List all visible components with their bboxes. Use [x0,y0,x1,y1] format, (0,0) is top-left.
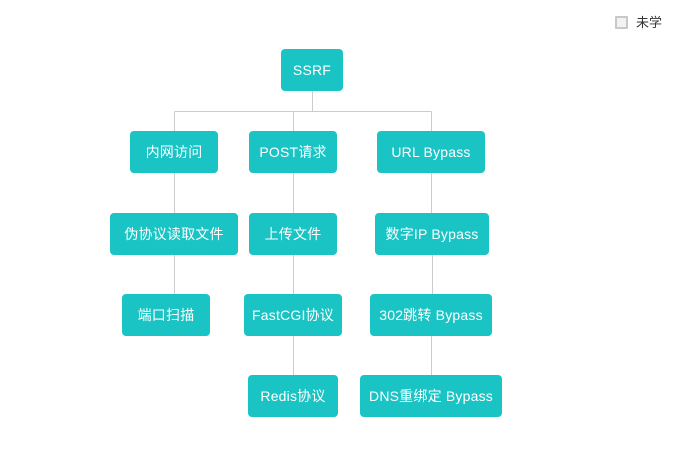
mindmap-node-fastcgi[interactable]: FastCGI协议 [244,294,342,336]
mindmap-node-upload[interactable]: 上传文件 [249,213,337,255]
mindmap-node-redis[interactable]: Redis协议 [248,375,338,417]
mindmap-node-label: FastCGI协议 [252,307,334,323]
mindmap-node-label: POST请求 [259,144,327,160]
mindmap-node-pseudoproto[interactable]: 伪协议读取文件 [110,213,238,255]
mindmap-node-label: DNS重绑定 Bypass [369,388,493,404]
mindmap-node-label: URL Bypass [391,144,471,160]
mindmap-node-portscan[interactable]: 端口扫描 [122,294,210,336]
mindmap-node-label: 伪协议读取文件 [124,226,224,242]
mindmap-node-label: Redis协议 [260,388,326,404]
mindmap-node-label: 数字IP Bypass [385,226,479,242]
mindmap-node-intranet[interactable]: 内网访问 [130,131,218,173]
mindmap-node-ssrf[interactable]: SSRF [281,49,343,91]
mindmap-node-redirect302[interactable]: 302跳转 Bypass [370,294,492,336]
mindmap-node-digitalip[interactable]: 数字IP Bypass [375,213,489,255]
mindmap-node-label: 端口扫描 [137,307,195,323]
checkbox-unchecked-icon[interactable] [614,16,628,29]
mindmap-node-dnsrebind[interactable]: DNS重绑定 Bypass [360,375,502,417]
mindmap-node-label: 内网访问 [145,144,203,160]
mindmap-node-label: 302跳转 Bypass [379,307,483,323]
legend: 未学 [614,15,662,30]
mindmap-node-label: 上传文件 [264,226,322,242]
mindmap-node-post[interactable]: POST请求 [249,131,337,173]
legend-label: 未学 [635,15,662,30]
mindmap-node-label: SSRF [292,62,332,78]
mindmap-node-urlbypass[interactable]: URL Bypass [377,131,485,173]
